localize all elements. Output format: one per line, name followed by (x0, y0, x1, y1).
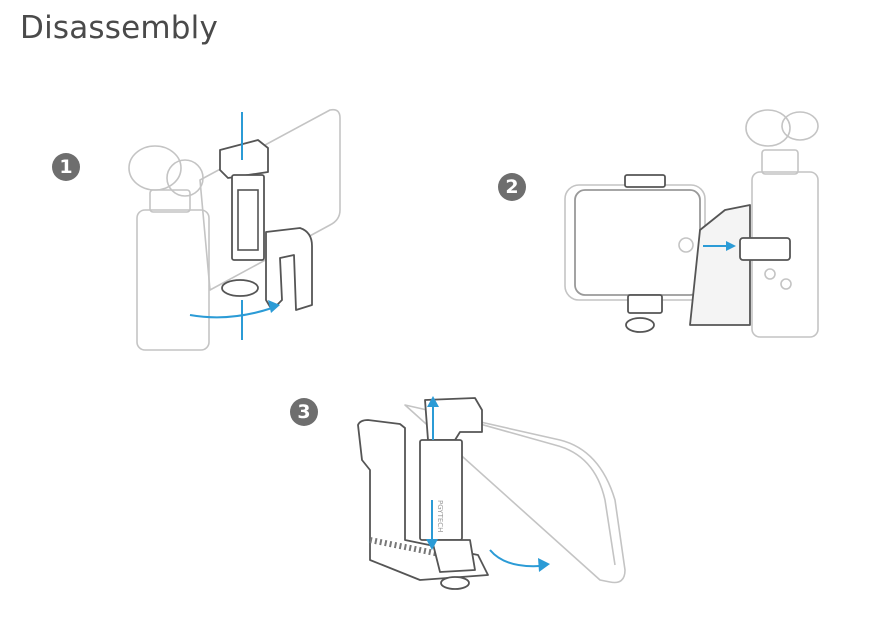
arrow-up-icon (427, 396, 439, 407)
arrow-head-icon (538, 558, 550, 572)
arrow-head-icon (268, 300, 280, 313)
step-2-illustration (564, 109, 819, 338)
phone-clamp (219, 139, 269, 297)
holder-bracket-3 (357, 419, 489, 581)
arrow-head-icon (726, 241, 736, 251)
step-2-badge: 2 (498, 173, 526, 201)
rotate-arrow-3 (489, 549, 541, 568)
pocket-camera-2 (739, 109, 819, 338)
step-3-illustration: PGYTECH (357, 396, 626, 590)
holder-bracket (265, 227, 313, 311)
rotate-arrow (189, 307, 273, 319)
phone-with-clamp (564, 174, 751, 333)
step-3-badge: 3 (290, 398, 318, 426)
phone (199, 108, 341, 291)
arrow-down-icon (426, 539, 438, 550)
phone-clamp-3: PGYTECH (419, 397, 483, 590)
step-1-illustration (128, 108, 341, 351)
phone-tilted (404, 404, 626, 584)
section-title: Disassembly (20, 10, 219, 46)
pocket-camera (128, 145, 210, 351)
step-1-badge: 1 (52, 153, 80, 181)
brand-logo: PGYTECH (436, 500, 444, 532)
